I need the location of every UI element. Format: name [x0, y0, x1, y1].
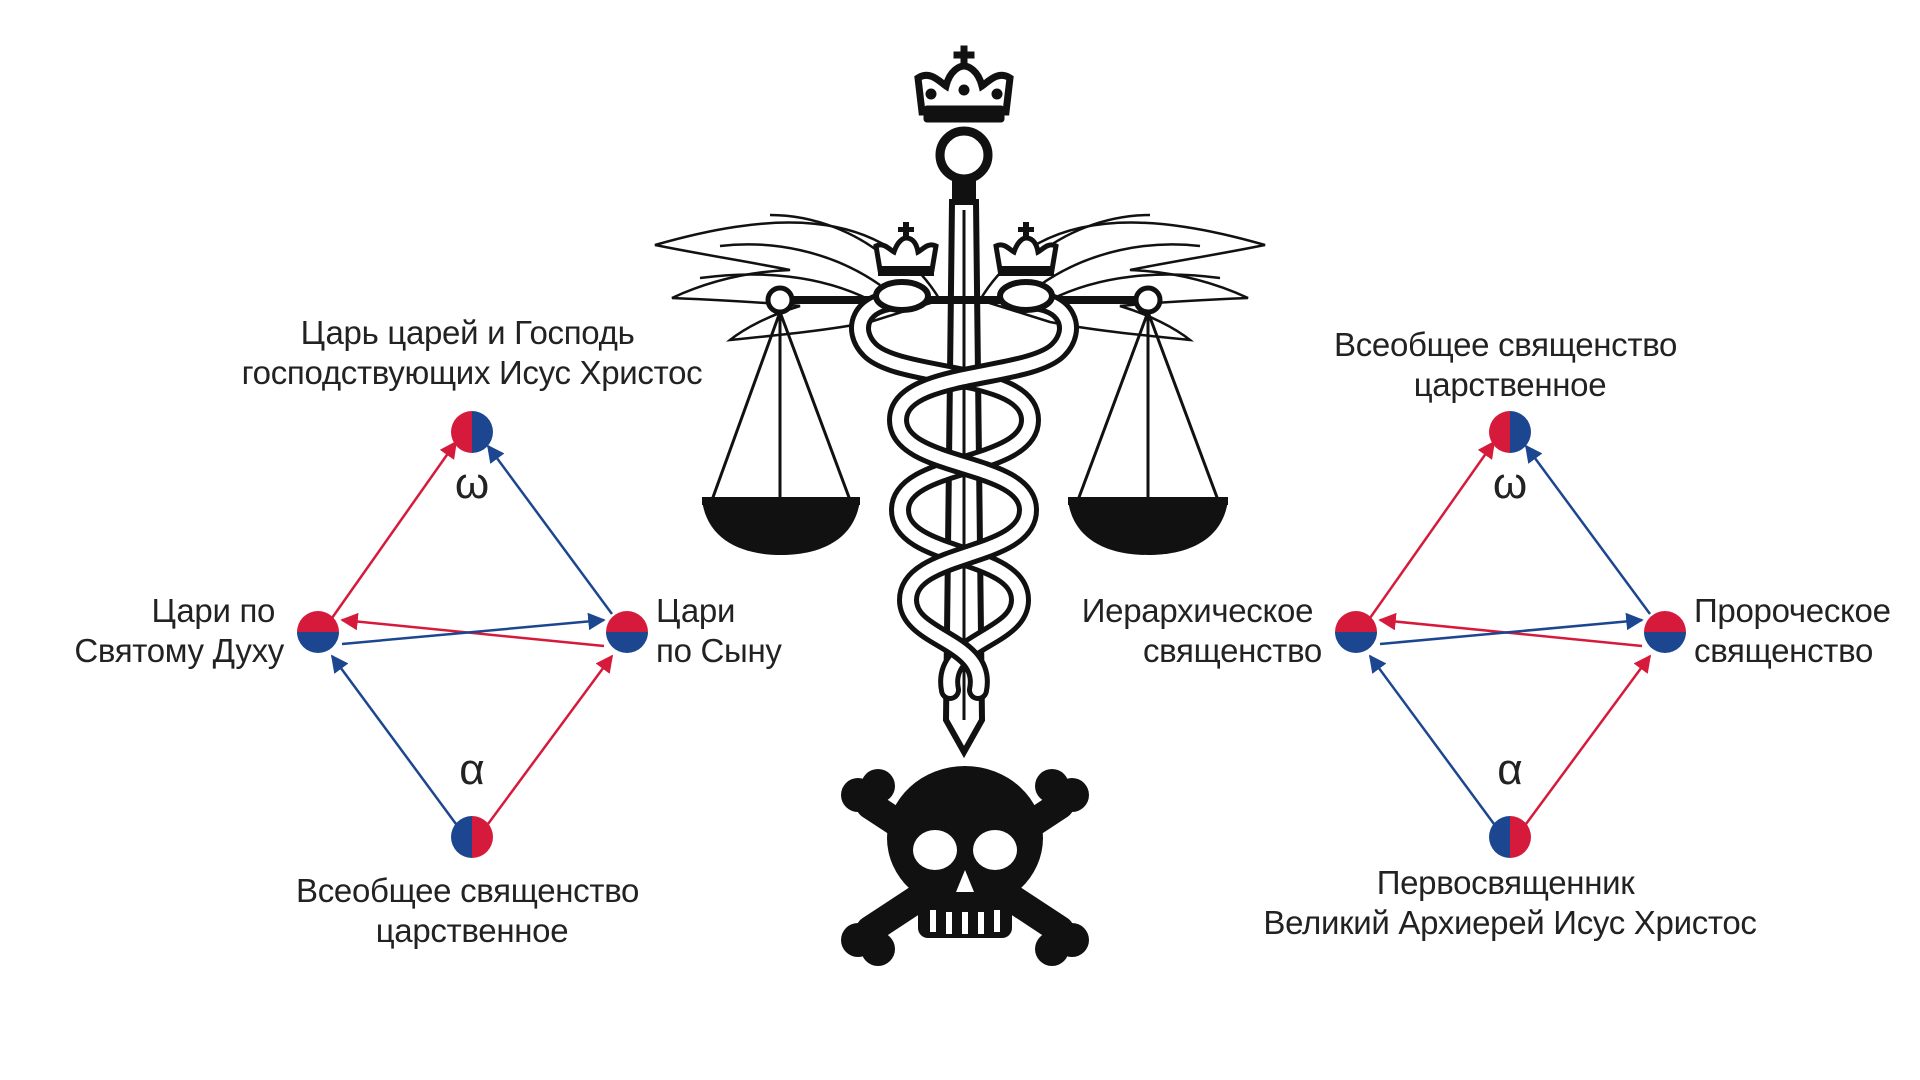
node-top: [1489, 411, 1531, 453]
node-right: [606, 611, 648, 653]
left-diagram: ω α Царь царей и Господь господствующих …: [74, 314, 782, 949]
edge-bottom-to-right: [1524, 654, 1652, 825]
node-left: [1335, 611, 1377, 653]
omega-symbol: ω: [455, 459, 489, 508]
left-label: Цари по Святому Духу: [74, 592, 284, 669]
crown-icon: [914, 45, 1014, 123]
edge-bottom-to-left: [330, 654, 458, 825]
top-label: Царь царей и Господь господствующих Исус…: [242, 314, 703, 391]
bottom-label: Всеобщее священство царственное: [296, 872, 648, 949]
node-top: [451, 411, 493, 453]
right-label: Пророческое священство: [1694, 592, 1900, 669]
right-label: Цари по Сыну: [656, 592, 782, 669]
node-bottom: [1489, 816, 1531, 858]
caduceus-serpents-icon: [849, 279, 1079, 701]
edge-left-to-top: [1368, 440, 1496, 619]
node-bottom: [451, 816, 493, 858]
edge-bottom-to-right: [486, 654, 614, 825]
crown-icon-small: [873, 222, 1059, 276]
omega-symbol: ω: [1493, 459, 1527, 508]
edge-bottom-to-left: [1368, 654, 1496, 825]
edge-left-to-right: [1379, 612, 1644, 646]
left-label: Иерархическое священство: [1082, 592, 1322, 669]
edge-left-to-top: [330, 440, 458, 619]
bottom-label: Первосвященник Великий Архиерей Исус Хри…: [1263, 864, 1756, 941]
alpha-symbol: α: [1497, 745, 1522, 794]
node-left: [297, 611, 339, 653]
top-label: Всеобщее священство царственное: [1334, 326, 1686, 403]
scales-icon: [702, 285, 1228, 555]
alpha-symbol: α: [459, 745, 484, 794]
edge-right-to-top: [486, 444, 614, 615]
skull-and-crossbones-icon: [841, 766, 1089, 966]
edge-right-to-top: [1524, 444, 1652, 615]
right-diagram: ω α Всеобщее священство царственное Иера…: [1082, 326, 1900, 941]
edge-left-to-right: [341, 612, 606, 646]
center-emblem: [654, 45, 1266, 966]
node-right: [1644, 611, 1686, 653]
